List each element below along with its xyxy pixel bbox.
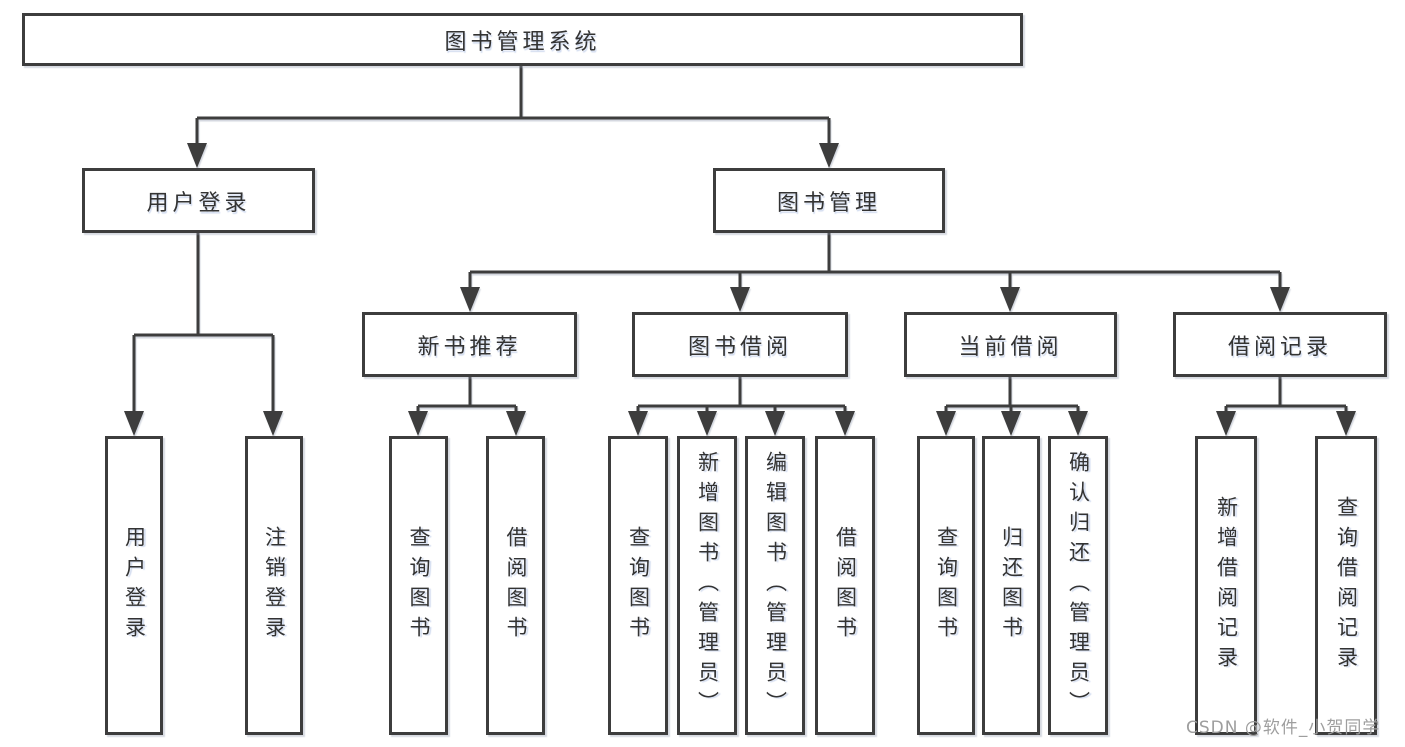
- arrow-down-icon: [765, 411, 785, 436]
- node-label: 图书借阅: [687, 334, 792, 360]
- leaf-borrow-books-borrowing: 借阅图书: [815, 436, 875, 735]
- arrow-down-icon: [263, 411, 283, 436]
- arrow-down-icon: [506, 411, 526, 436]
- arrow-down-icon: [697, 411, 717, 436]
- arrow-down-icon: [936, 411, 956, 436]
- node-new-book-recommend: 新书推荐: [362, 312, 577, 377]
- leaf-label: 查询图书: [934, 525, 959, 646]
- leaf-query-books-borrowing: 查询图书: [608, 436, 668, 735]
- leaf-query-books-current: 查询图书: [917, 436, 975, 735]
- leaf-query-borrow-record: 查询借阅记录: [1315, 436, 1377, 735]
- connector-borrowing-records: [1224, 377, 1348, 413]
- leaf-label: 借阅图书: [504, 525, 528, 646]
- connector-new-book-recommend: [416, 377, 518, 413]
- node-user-login: 用户登录: [82, 168, 315, 233]
- connector-user-login: [132, 233, 275, 413]
- leaf-label: 新增图书（管理员）: [695, 450, 720, 721]
- arrow-down-icon: [1270, 287, 1290, 312]
- arrow-down-icon: [628, 411, 648, 436]
- leaf-logout: 注销登录: [245, 436, 303, 735]
- arrow-down-icon: [124, 411, 144, 436]
- connector-current-borrowing: [944, 377, 1080, 413]
- node-label: 当前借阅: [958, 334, 1063, 360]
- leaf-edit-book-admin: 编辑图书（管理员）: [745, 436, 805, 735]
- arrow-down-icon: [460, 287, 480, 312]
- arrow-down-icon: [187, 143, 207, 168]
- arrow-down-icon: [1000, 287, 1020, 312]
- arrow-down-icon: [408, 411, 428, 436]
- leaf-label: 注销登录: [262, 525, 287, 646]
- arrow-down-icon: [1336, 411, 1356, 436]
- leaf-borrow-books-recommend: 借阅图书: [486, 436, 545, 735]
- leaf-add-book-admin: 新增图书（管理员）: [677, 436, 737, 735]
- watermark: CSDN @软件_小贺同学: [1186, 718, 1381, 738]
- leaf-user-login: 用户登录: [105, 436, 163, 735]
- arrow-down-icon: [730, 287, 750, 312]
- leaf-label: 用户登录: [122, 525, 147, 646]
- leaf-add-borrow-record: 新增借阅记录: [1195, 436, 1257, 735]
- node-book-management: 图书管理: [713, 168, 945, 233]
- connector-root: [195, 66, 831, 145]
- arrow-down-icon: [1068, 411, 1088, 436]
- node-label: 用户登录: [146, 190, 251, 216]
- arrow-down-icon: [819, 143, 839, 168]
- node-borrowing-records: 借阅记录: [1173, 312, 1387, 377]
- leaf-confirm-return-admin: 确认归还（管理员）: [1048, 436, 1108, 735]
- node-label: 图书管理: [776, 190, 881, 216]
- node-current-borrowing: 当前借阅: [904, 312, 1117, 377]
- node-label: 借阅记录: [1227, 334, 1332, 360]
- node-library-management-system: 图书管理系统: [22, 13, 1023, 66]
- leaf-label: 查询借阅记录: [1334, 495, 1359, 676]
- leaf-return-books: 归还图书: [982, 436, 1040, 735]
- node-label: 新书推荐: [417, 334, 522, 360]
- arrowheads: [124, 143, 1356, 436]
- leaf-label: 查询图书: [407, 525, 431, 646]
- leaf-query-books-recommend: 查询图书: [389, 436, 448, 735]
- connector-book-management: [468, 233, 1282, 290]
- arrow-down-icon: [835, 411, 855, 436]
- arrow-down-icon: [1216, 411, 1236, 436]
- leaf-label: 确认归还（管理员）: [1066, 450, 1091, 721]
- node-label: 图书管理系统: [444, 29, 601, 55]
- leaf-label: 查询图书: [626, 525, 651, 646]
- leaf-label: 新增借阅记录: [1214, 495, 1239, 676]
- leaf-label: 借阅图书: [833, 525, 858, 646]
- arrow-down-icon: [1001, 411, 1021, 436]
- leaf-label: 归还图书: [999, 525, 1024, 646]
- node-book-borrowing: 图书借阅: [632, 312, 848, 377]
- connector-book-borrowing: [636, 377, 847, 413]
- leaf-label: 编辑图书（管理员）: [763, 450, 788, 721]
